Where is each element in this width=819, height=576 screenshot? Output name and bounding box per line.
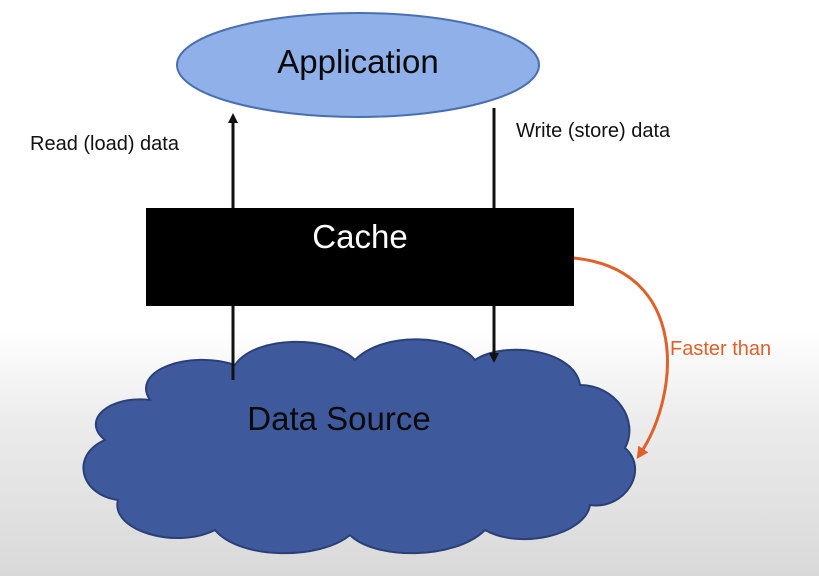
application-label: Application xyxy=(277,43,439,80)
write-data-label: Write (store) data xyxy=(516,120,671,142)
faster-than-label: Faster than xyxy=(670,338,772,360)
faster-than-arrow xyxy=(573,256,669,459)
read-data-label: Read (load) data xyxy=(30,133,179,155)
cache-node xyxy=(146,208,574,306)
data-source-cloud xyxy=(82,338,637,555)
application-node xyxy=(176,12,540,118)
cache-label: Cache xyxy=(312,218,408,255)
data-source-label: Data Source xyxy=(247,400,431,437)
